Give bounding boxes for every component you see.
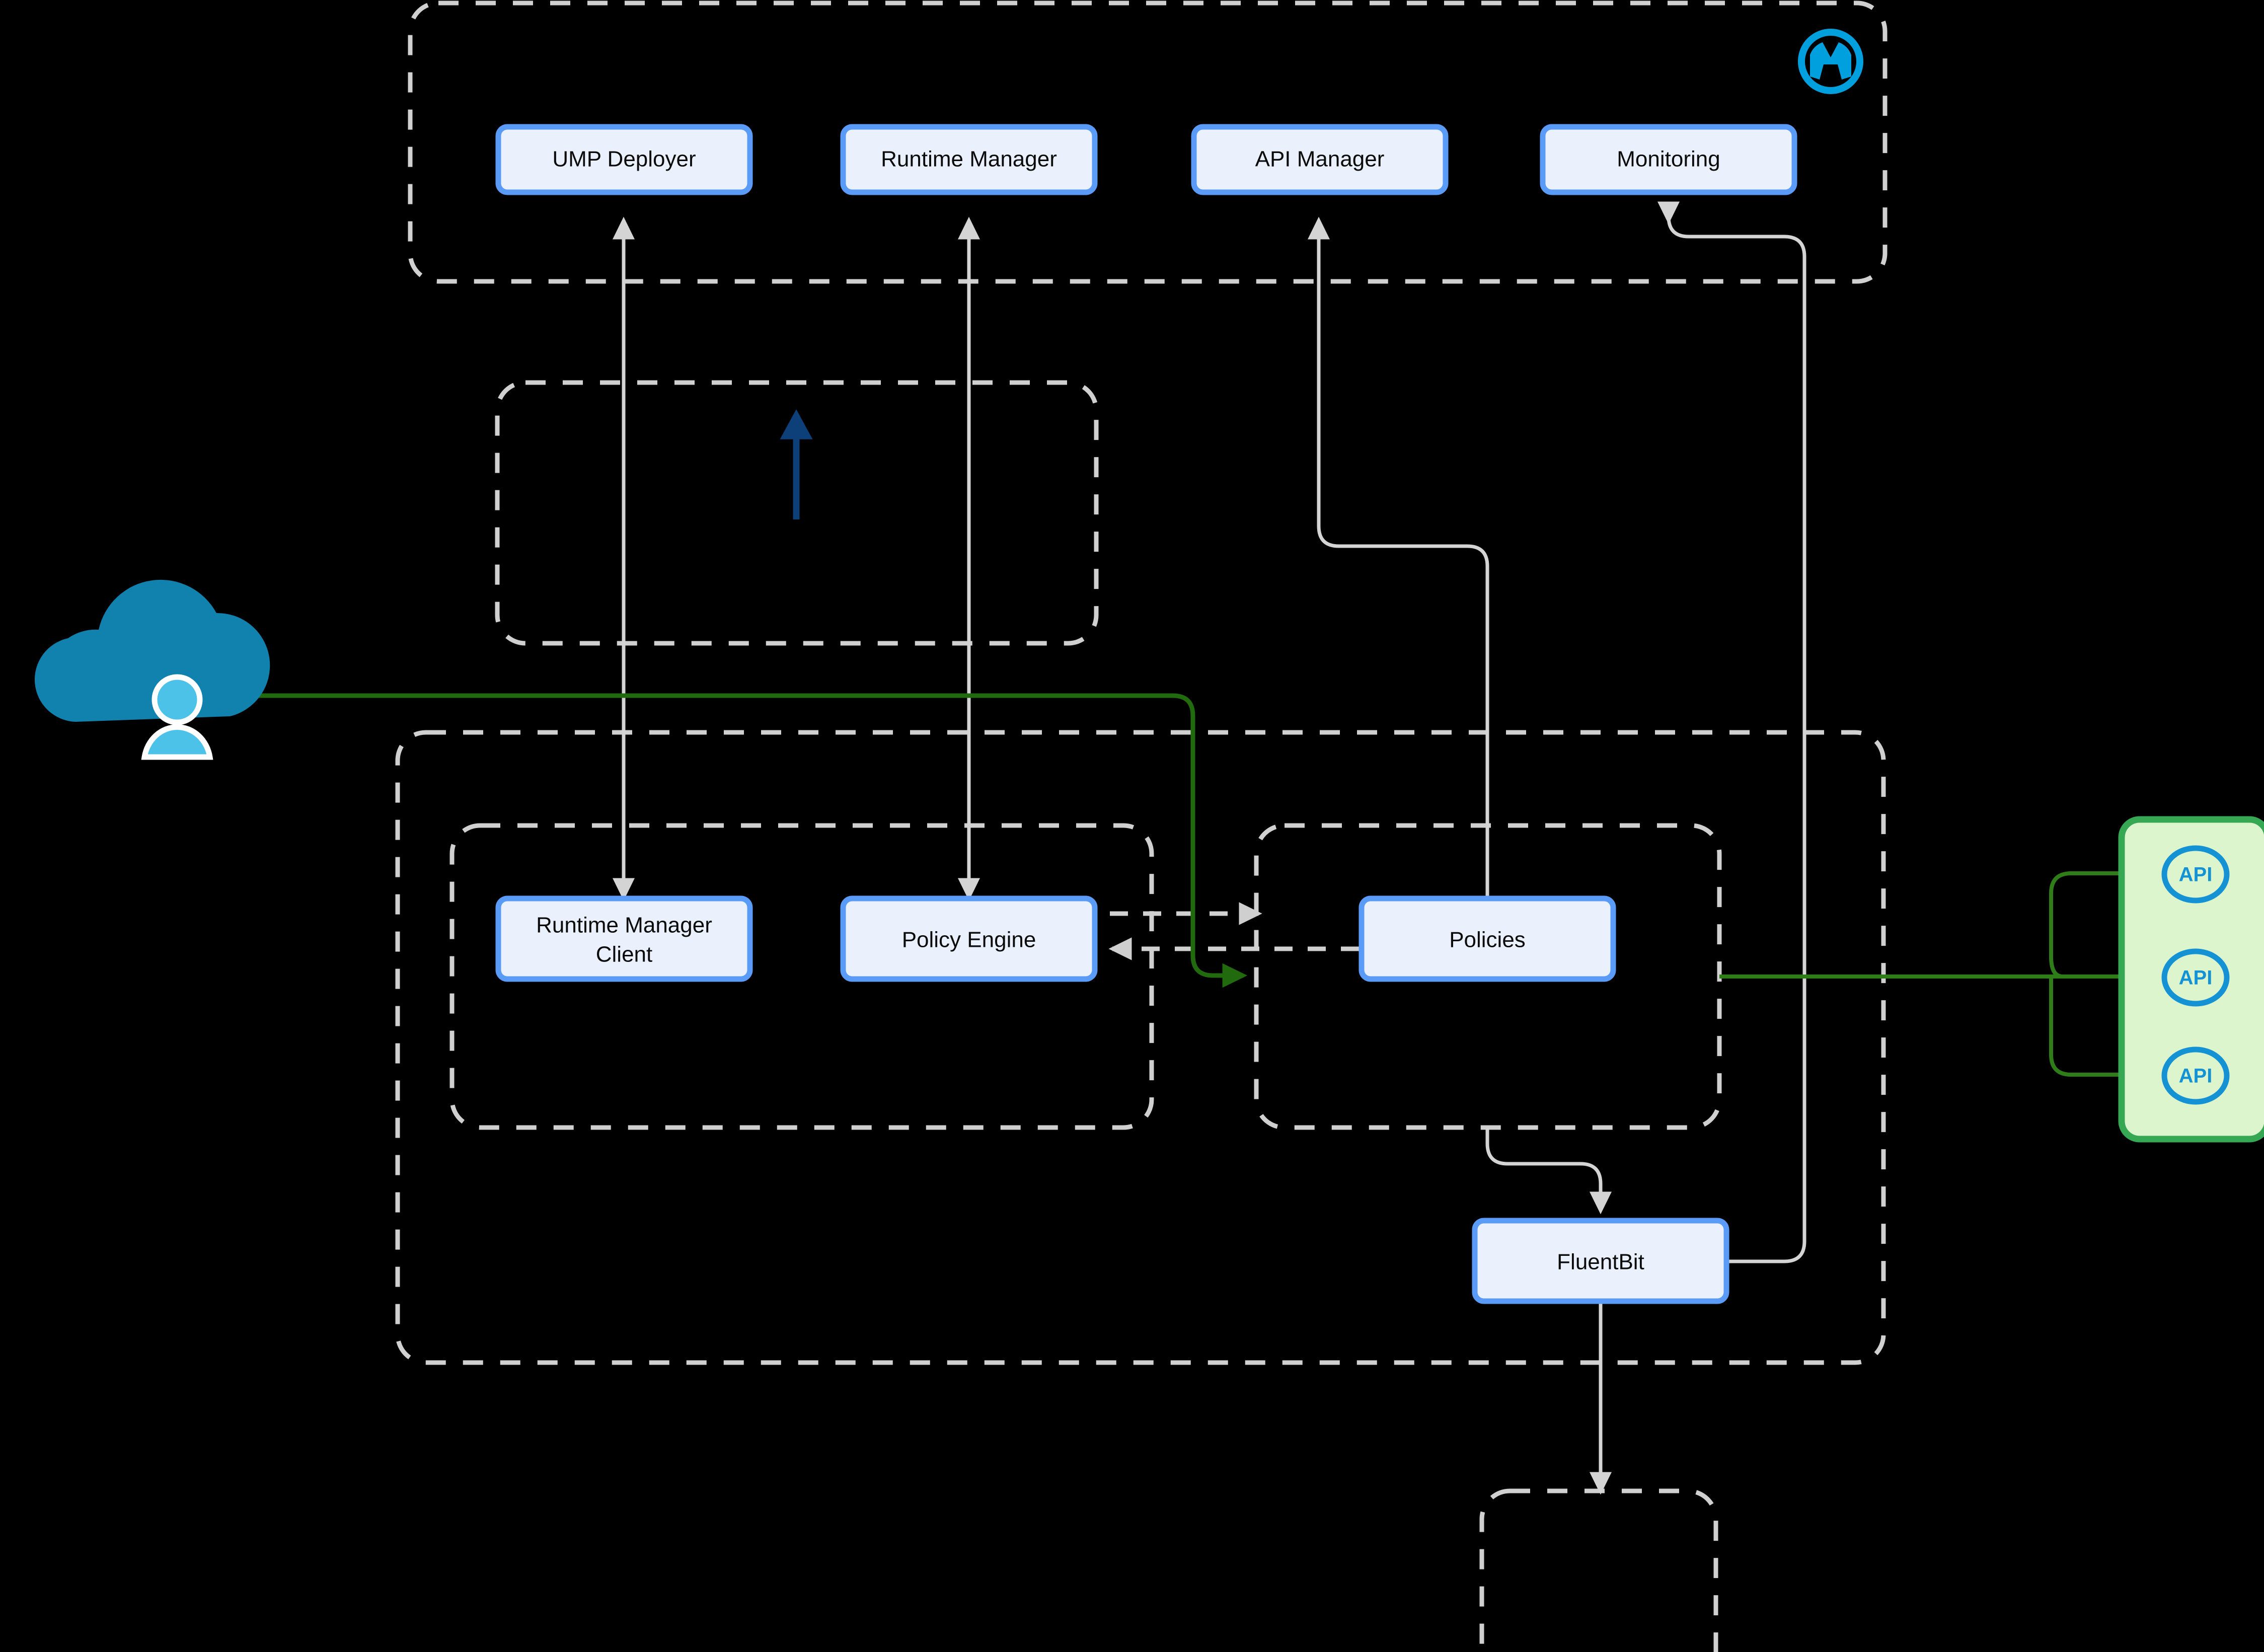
- runtime-manager-node[interactable]: Runtime Manager: [840, 124, 1098, 195]
- mulesoft-logo: [1798, 29, 1863, 94]
- api-item-1[interactable]: API: [2161, 845, 2230, 904]
- policy-engine-label: Policy Engine: [902, 928, 1036, 952]
- ump-deployer-label: UMP Deployer: [552, 147, 696, 172]
- conn-policies-to-fluentbit: [1485, 1128, 1612, 1215]
- runtime-manager-client-label-line1: Runtime Manager: [536, 913, 712, 938]
- api-item-3[interactable]: API: [2161, 1046, 2230, 1105]
- fluentbit-label: FluentBit: [1557, 1250, 1644, 1274]
- policies-label: Policies: [1449, 928, 1526, 952]
- monitoring-node[interactable]: Monitoring: [1540, 124, 1797, 195]
- api-item-2[interactable]: API: [2161, 948, 2230, 1007]
- policy-engine-node[interactable]: Policy Engine Policies: [840, 895, 1098, 982]
- control-plane-container: [408, 1, 1888, 284]
- api-item-1-label: API: [2179, 864, 2213, 886]
- user-icon: [141, 674, 213, 760]
- conn-policies-to-apis: [1719, 862, 2161, 1086]
- runtime-manager-label: Runtime Manager: [881, 147, 1057, 172]
- api-panel: API API API: [2118, 816, 2264, 1143]
- log-sink-group: [1479, 1488, 1718, 1652]
- cloud-icon: [34, 579, 270, 722]
- runtime-manager-client-label-line2: Client: [596, 942, 653, 967]
- cloud-user-actor: [34, 579, 270, 760]
- api-manager-label: API Manager: [1255, 147, 1385, 172]
- conn-fluentbit-to-monitoring: [1657, 201, 1806, 1263]
- monitoring-label: Monitoring: [1617, 147, 1720, 172]
- conn-policies-to-apimgr: [1307, 216, 1489, 901]
- runtime-plane-container: [395, 730, 1886, 1365]
- policies-node[interactable]: Policies: [1359, 895, 1616, 982]
- fluentbit-node[interactable]: FluentBit: [1472, 1218, 1729, 1304]
- api-item-2-label: API: [2179, 967, 2213, 989]
- ump-deployer-node[interactable]: UMP Deployer: [495, 124, 753, 195]
- api-item-3-label: API: [2179, 1065, 2213, 1087]
- api-manager-node[interactable]: API Manager: [1191, 124, 1449, 195]
- unlabeled-middle-group: [495, 380, 1099, 646]
- runtime-manager-client-node[interactable]: Runtime Manager Client: [495, 895, 753, 982]
- conn-actor-to-policies: [242, 693, 1248, 988]
